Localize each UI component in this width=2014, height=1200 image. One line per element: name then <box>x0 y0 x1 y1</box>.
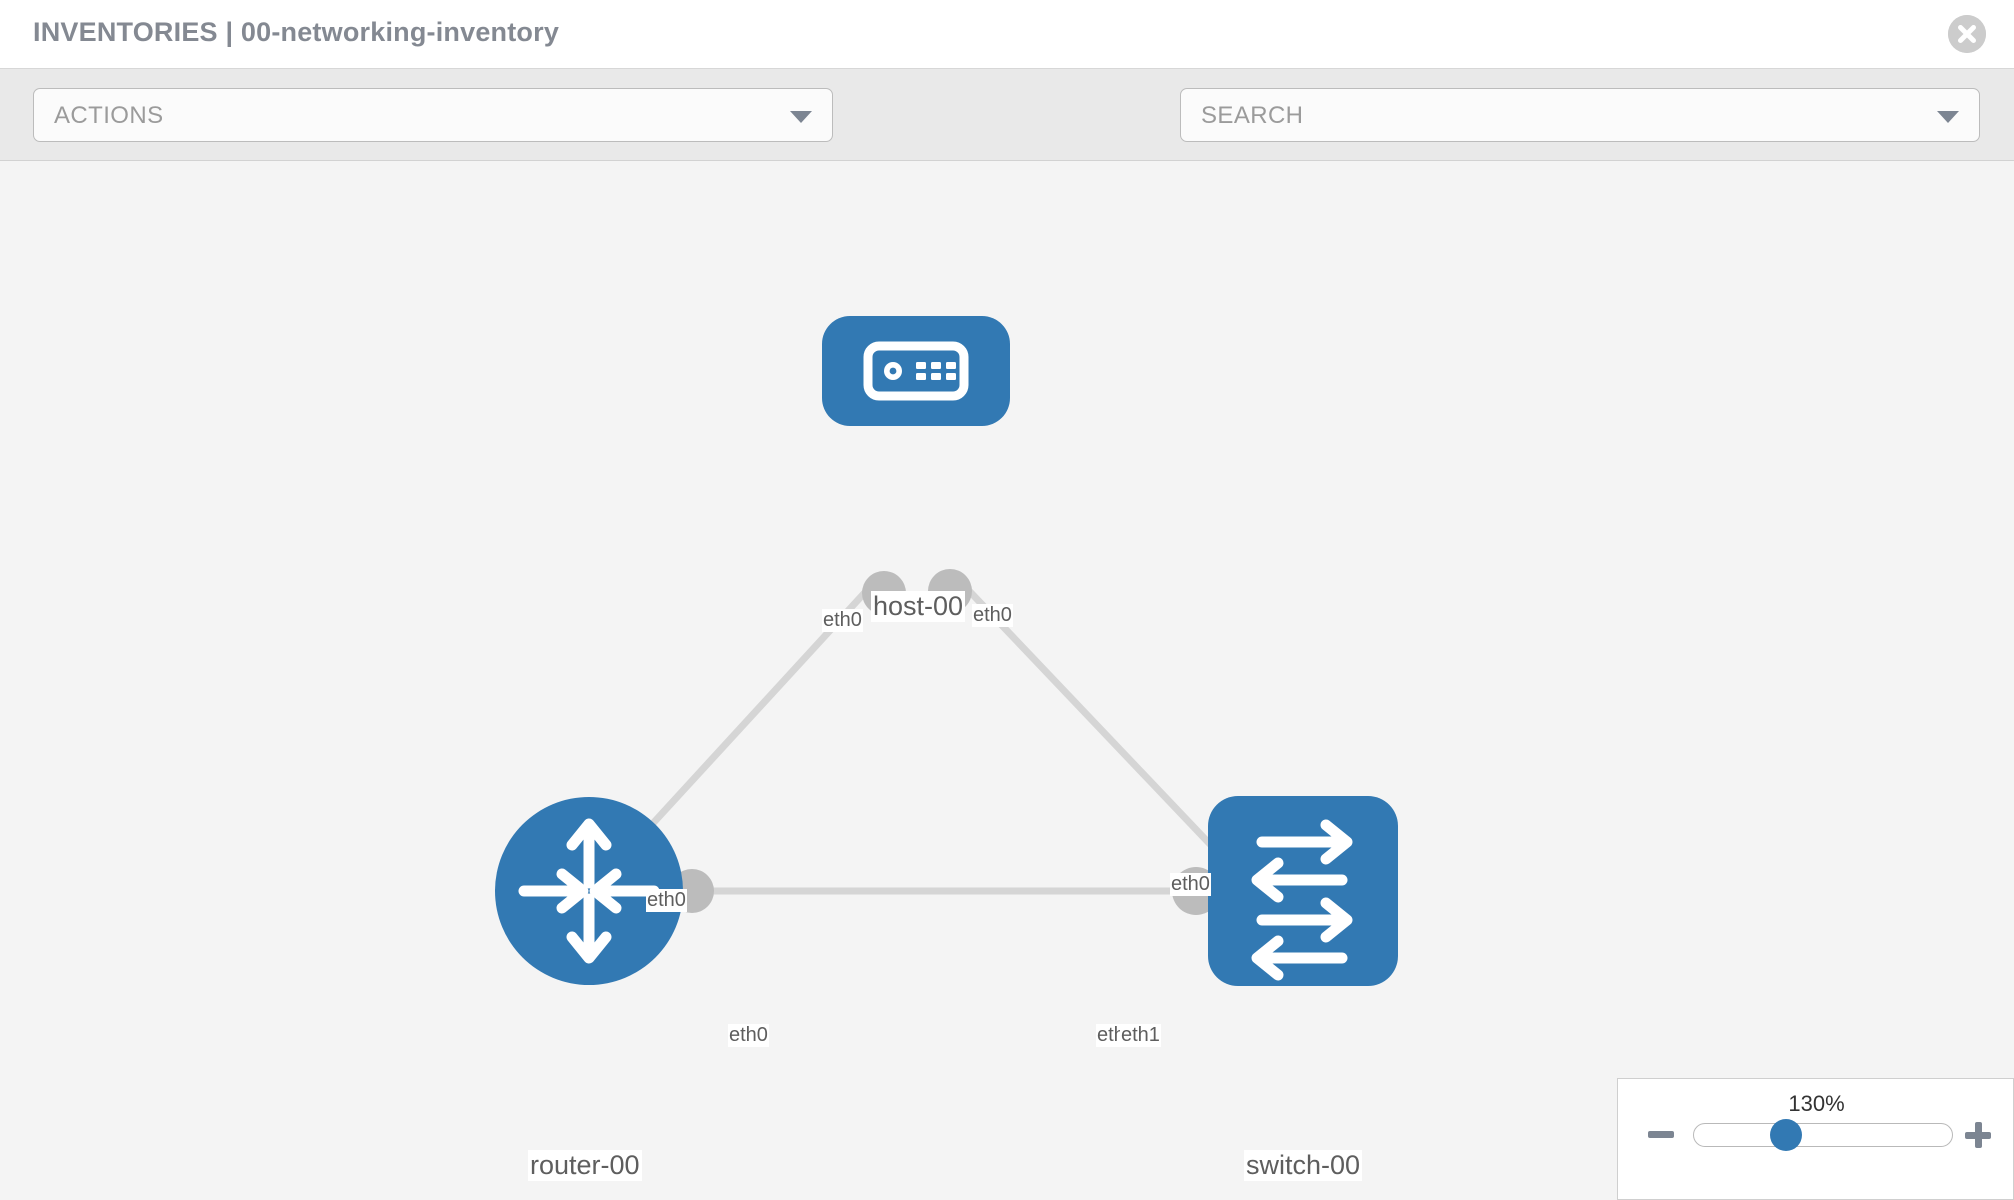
iface-label-router00-uplink-eth0: eth0 <box>646 889 687 912</box>
toolbar: ACTIONS SEARCH <box>0 69 2014 194</box>
search-placeholder-label: SEARCH <box>1201 102 1304 129</box>
node-label-host-00: host-00 <box>871 591 966 622</box>
server-icon <box>863 341 969 401</box>
link-group <box>597 573 1248 895</box>
router-arrows-icon <box>518 818 660 964</box>
iface-label-switch00-eth1: eth1 <box>1120 1024 1161 1047</box>
iface-label-switch00-uplink-eth0: eth0 <box>1170 873 1211 896</box>
chevron-down-icon <box>1937 111 1959 123</box>
actions-dropdown-label: ACTIONS <box>54 102 164 129</box>
search-input[interactable]: SEARCH <box>1180 88 1980 142</box>
iface-label-host00-eth0-left: eth0 <box>822 609 863 632</box>
iface-label-host00-eth0-right: eth0 <box>972 604 1013 627</box>
close-icon[interactable] <box>1948 15 1986 53</box>
zoom-level-value: 130% <box>1788 1091 1845 1116</box>
zoom-slider[interactable] <box>1693 1123 1953 1147</box>
plus-icon[interactable] <box>1965 1122 1991 1148</box>
page-title: INVENTORIES | 00-networking-inventory <box>33 17 560 47</box>
node-label-switch-00: switch-00 <box>1244 1150 1363 1181</box>
topology-canvas[interactable]: eth0 eth0 eth0 eth0 eth0 eth0 eth1 host-… <box>0 161 2014 1200</box>
iface-label-router00-eth0: eth0 <box>728 1024 769 1047</box>
topology-graph <box>495 316 1398 986</box>
node-label-router-00: router-00 <box>528 1150 642 1181</box>
zoom-control-panel: 130% <box>1617 1078 2014 1200</box>
zoom-slider-thumb[interactable] <box>1770 1119 1802 1151</box>
page-header: INVENTORIES | 00-networking-inventory <box>0 0 2014 69</box>
node-switch-00[interactable] <box>1208 796 1398 986</box>
node-router-00[interactable] <box>495 797 683 985</box>
chevron-down-icon <box>790 111 812 123</box>
node-host-00[interactable] <box>822 316 1010 426</box>
minus-icon[interactable] <box>1648 1131 1674 1138</box>
actions-dropdown[interactable]: ACTIONS <box>33 88 833 142</box>
switch-arrows-icon <box>1251 819 1353 981</box>
